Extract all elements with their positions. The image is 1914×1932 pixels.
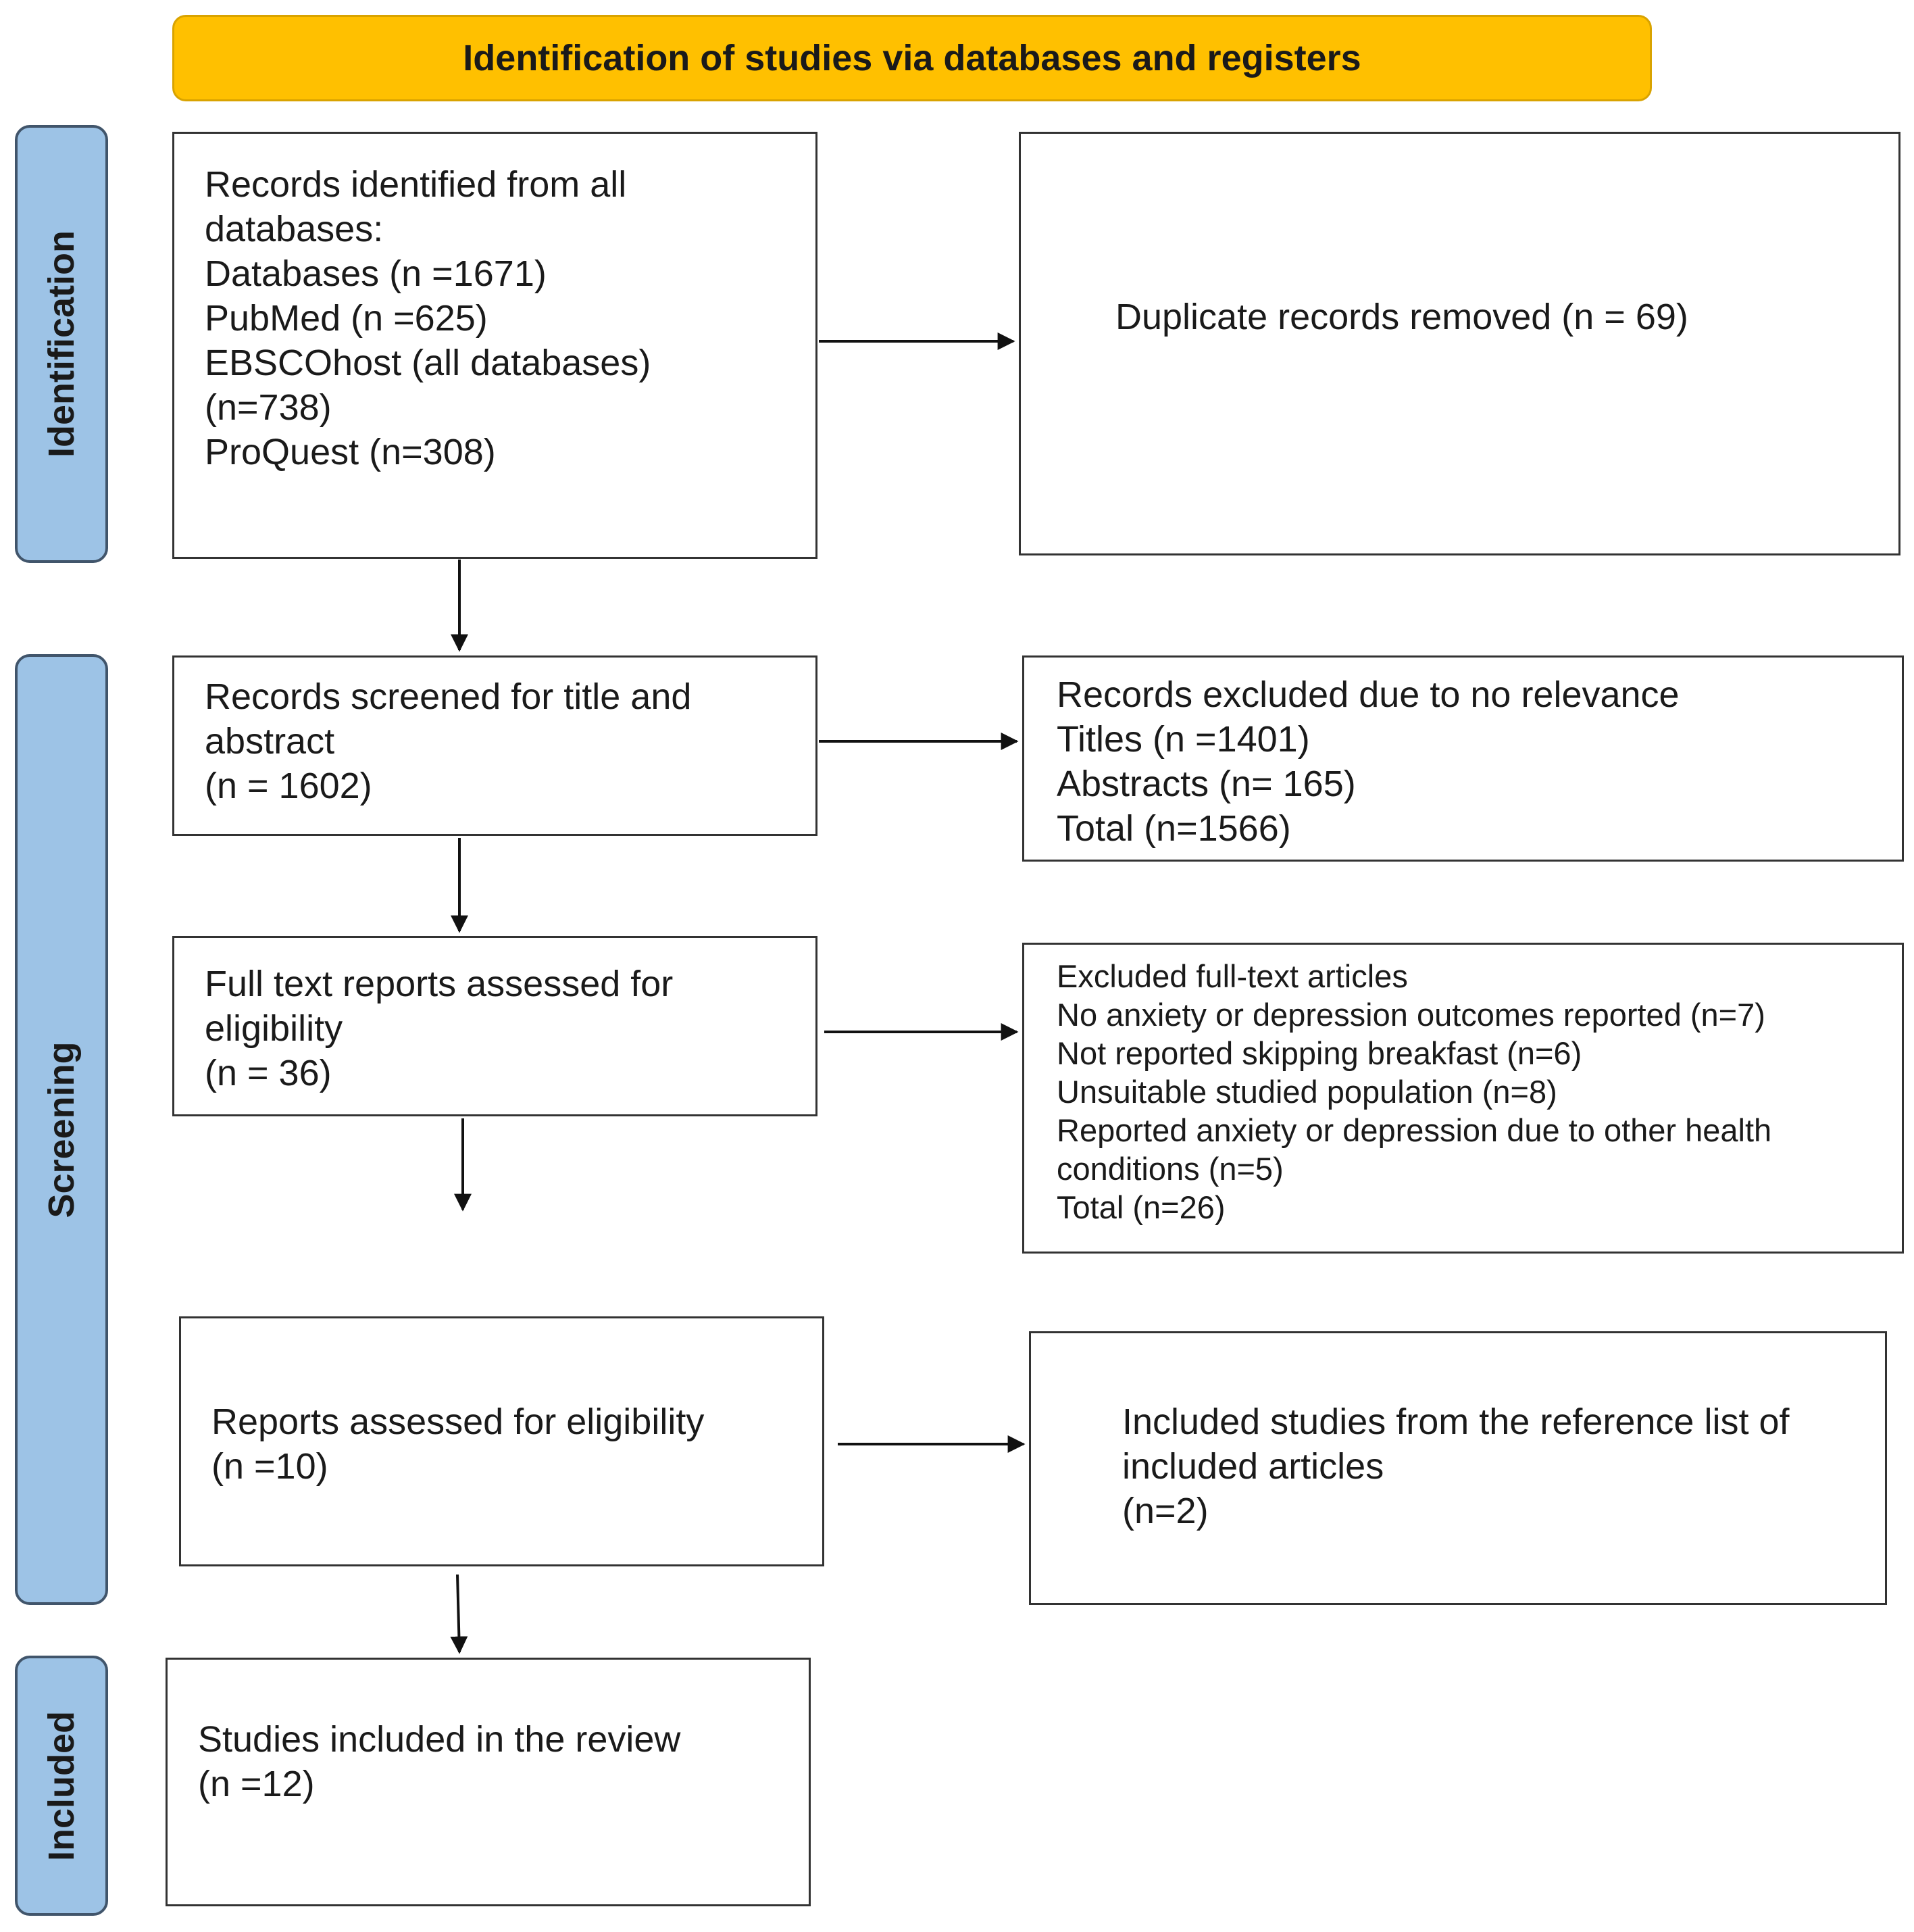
box-line: (n = 1602) [205,766,372,806]
phase-screening: Screening [15,654,108,1605]
phase-label-screening: Screening [41,1041,82,1218]
records-excluded-box: Records excluded due to no relevance Tit… [1022,655,1904,862]
box-line: (n =12) [198,1764,315,1804]
reference-list-studies-box: Included studies from the reference list… [1029,1331,1887,1605]
box-line: Excluded full-text articles [1057,958,1408,994]
full-text-assessed-box: Full text reports assessed for eligibili… [172,936,817,1116]
phase-included: Included [15,1656,108,1916]
header-banner: Identification of studies via databases … [172,15,1652,101]
box-line: Abstracts (n= 165) [1057,764,1356,804]
header-title: Identification of studies via databases … [463,38,1361,78]
arrow-reports-to-included [450,1574,468,1654]
box-line: PubMed (n =625) [205,298,488,339]
box-line: Records identified from all [205,164,627,205]
box-line: Not reported skipping breakfast (n=6) [1057,1035,1582,1071]
phase-label-identification: Identification [41,230,82,457]
box-line: Total (n=1566) [1057,808,1291,849]
box-line: conditions (n=5) [1057,1151,1284,1187]
box-line: (n = 36) [205,1053,332,1093]
box-line: Records screened for title and [205,676,692,717]
box-line: Full text reports assessed for [205,964,674,1004]
box-line: Unsuitable studied population (n=8) [1057,1074,1557,1110]
box-line: abstract [205,721,335,762]
box-line: eligibility [205,1008,343,1049]
duplicates-removed-box: Duplicate records removed (n = 69) [1019,132,1900,555]
box-line: included articles [1122,1446,1384,1487]
box-line: (n=738) [205,387,332,428]
studies-included-box: Studies included in the review (n =12) [166,1658,811,1906]
box-line: (n=2) [1122,1491,1209,1531]
records-screened-box: Records screened for title and abstract … [172,655,817,836]
box-line: databases: [205,209,384,249]
box-line: Records excluded due to no relevance [1057,674,1680,715]
box-line: Reported anxiety or depression due to ot… [1057,1112,1772,1148]
records-identified-box: Records identified from all databases: D… [172,132,817,559]
box-line: Studies included in the review [198,1719,681,1760]
excluded-full-text-box: Excluded full-text articles No anxiety o… [1022,943,1904,1254]
box-line: Databases (n =1671) [205,253,547,294]
box-line: No anxiety or depression outcomes report… [1057,997,1765,1033]
box-line: Duplicate records removed (n = 69) [1115,297,1688,337]
phase-identification: Identification [15,125,108,563]
phase-label-included: Included [41,1710,82,1861]
box-line: Included studies from the reference list… [1122,1402,1790,1442]
box-line: EBSCOhost (all databases) [205,343,651,383]
box-line: Titles (n =1401) [1057,719,1310,760]
box-line: Total (n=26) [1057,1189,1226,1225]
box-line: Reports assessed for eligibility [211,1402,705,1442]
box-line: ProQuest (n=308) [205,432,496,472]
reports-assessed-box: Reports assessed for eligibility (n =10) [179,1316,824,1566]
box-line: (n =10) [211,1446,328,1487]
